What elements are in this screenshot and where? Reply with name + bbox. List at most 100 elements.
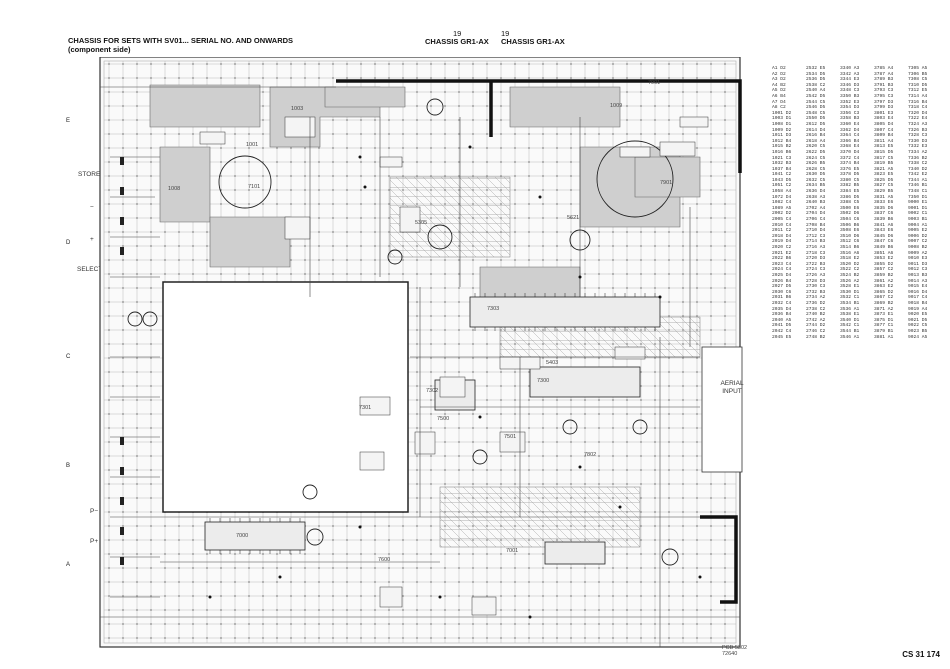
- reference-entry: 2035 D4: [772, 306, 792, 312]
- reference-entry: 2002 D2: [772, 211, 792, 217]
- component-id-7303: 7303: [487, 306, 500, 312]
- reference-entry: 2534 D5: [806, 71, 826, 77]
- reference-entry: 2021 E2: [772, 250, 792, 256]
- vias: [208, 145, 702, 619]
- reference-entry: 2704 D4: [806, 211, 826, 217]
- reference-entry: 7322 E4: [908, 116, 928, 122]
- reference-entry: 7308 C5: [908, 77, 928, 83]
- reference-entry: 3352 E3: [840, 99, 860, 105]
- reference-entry: 3380 C5: [840, 177, 860, 183]
- reference-entry: 9001 D1: [908, 205, 928, 211]
- reference-entry: 1009 D2: [772, 127, 792, 133]
- reference-entry: 2734 A2: [806, 295, 826, 301]
- reference-entry: 2624 C5: [806, 155, 826, 161]
- component-id-1003: 1003: [291, 106, 304, 112]
- reference-entry: 2010 C4: [772, 222, 792, 228]
- reference-entry: 3861 A2: [874, 278, 894, 284]
- small-components: [199, 116, 709, 616]
- reference-entry: 3518 E2: [840, 256, 860, 262]
- reference-entry: 2748 B2: [806, 334, 826, 340]
- reference-entry: 3388 C5: [840, 200, 860, 206]
- reference-entry: 1012 B4: [772, 138, 792, 144]
- reference-entry: 2716 A3: [806, 245, 826, 250]
- reference-entry: 7305 A5: [908, 66, 928, 71]
- reference-entry: 2614 D4: [806, 127, 826, 133]
- reference-entry: 2638 A3: [806, 194, 826, 200]
- reference-entry: 2620 C5: [806, 144, 826, 150]
- reference-entry: 3867 C2: [874, 295, 894, 301]
- reference-entry: 3805 D4: [874, 121, 894, 127]
- component-id-7500: 7500: [437, 416, 450, 422]
- store-label: STORE: [78, 171, 101, 178]
- reference-entry: 2032 C4: [772, 300, 792, 306]
- reference-entry: 3873 E1: [874, 312, 894, 318]
- reference-entry: 1003 D1: [772, 116, 792, 122]
- reference-entry: 3879 B1: [874, 328, 894, 334]
- reference-entry: 9005 E2: [908, 228, 928, 234]
- reference-entry: 3785 A4: [874, 66, 894, 71]
- reference-entry: 2706 C4: [806, 217, 826, 223]
- reference-entry: A6 B4: [772, 93, 786, 99]
- reference-entry: 2702 A4: [806, 205, 826, 211]
- reference-entry: 3528 E1: [840, 284, 860, 290]
- reference-entry: 7328 C3: [908, 133, 928, 139]
- reference-entry: 2720 D3: [806, 256, 826, 262]
- reference-entry: 3881 A1: [874, 334, 894, 340]
- reference-entry: 3522 C2: [840, 267, 860, 273]
- reference-entry: 1001 D2: [772, 110, 792, 116]
- reference-entry: 3546 A1: [840, 334, 860, 340]
- reference-entry: 3859 B2: [874, 272, 894, 278]
- reference-entry: 9022 C5: [908, 323, 928, 329]
- trace-network: [100, 86, 740, 647]
- reference-entry: 7324 A3: [908, 121, 928, 127]
- reference-entry: 1011 D3: [772, 133, 792, 139]
- reference-entry: 2730 C3: [806, 284, 826, 290]
- reference-entry: 3374 B4: [840, 161, 860, 167]
- component-id-7802: 7802: [584, 452, 597, 458]
- reference-entry: 3831 A5: [874, 194, 894, 200]
- reference-entry: 3811 A4: [874, 138, 894, 144]
- reference-entry: 3807 C4: [874, 127, 894, 133]
- reference-entry: 2628 C5: [806, 166, 826, 172]
- reference-entry: 3346 D3: [840, 82, 860, 88]
- reference-entry: 2027 D5: [772, 284, 792, 290]
- reference-entry: 3524 B2: [840, 272, 860, 278]
- grid-row-c: C: [66, 354, 71, 360]
- reference-entry: 3382 B5: [840, 183, 860, 189]
- reference-entry: 3542 C1: [840, 323, 860, 329]
- reference-entry: 3801 E3: [874, 110, 894, 116]
- reference-entry: 3837 C6: [874, 211, 894, 217]
- grid-row-a: A: [66, 562, 71, 568]
- reference-entry: 2728 D3: [806, 278, 826, 284]
- reference-entry: 3342 A3: [840, 71, 860, 77]
- component-id-7000: 7000: [236, 533, 249, 539]
- reference-entry: 3384 E5: [840, 189, 860, 195]
- reference-entry: 7350 D1: [908, 194, 928, 200]
- reference-entry: 3368 E4: [840, 144, 860, 150]
- reference-entry: 3793 C3: [874, 88, 894, 94]
- component-id-1009: 1009: [610, 103, 623, 109]
- reference-entry: 3795 C3: [874, 93, 894, 99]
- reference-entry: 7342 E2: [908, 172, 928, 178]
- reference-entry: 2040 A5: [772, 317, 792, 323]
- reference-entry: 2640 B3: [806, 200, 826, 206]
- reference-entry: 3815 D5: [874, 149, 894, 155]
- component-id-7101: 7101: [248, 184, 261, 190]
- chassis-label-left: CHASSIS GR1-AX: [425, 37, 489, 46]
- reference-entry: 1072 D4: [772, 194, 792, 200]
- reference-entry: 3366 B4: [840, 138, 860, 144]
- reference-entry: 2740 B2: [806, 312, 826, 318]
- reference-entry: 3849 B6: [874, 245, 894, 250]
- reference-entry: 2031 B6: [772, 295, 792, 301]
- reference-entry: 3791 B3: [874, 82, 894, 88]
- reference-entry: 3356 C3: [840, 110, 860, 116]
- reference-entry: 7320 D4: [908, 110, 928, 116]
- grid-row-d: D: [66, 240, 71, 246]
- component-id-7600: 7600: [378, 557, 391, 563]
- reference-entry: 9000 E1: [908, 200, 928, 206]
- reference-entry: 7336 B2: [908, 155, 928, 161]
